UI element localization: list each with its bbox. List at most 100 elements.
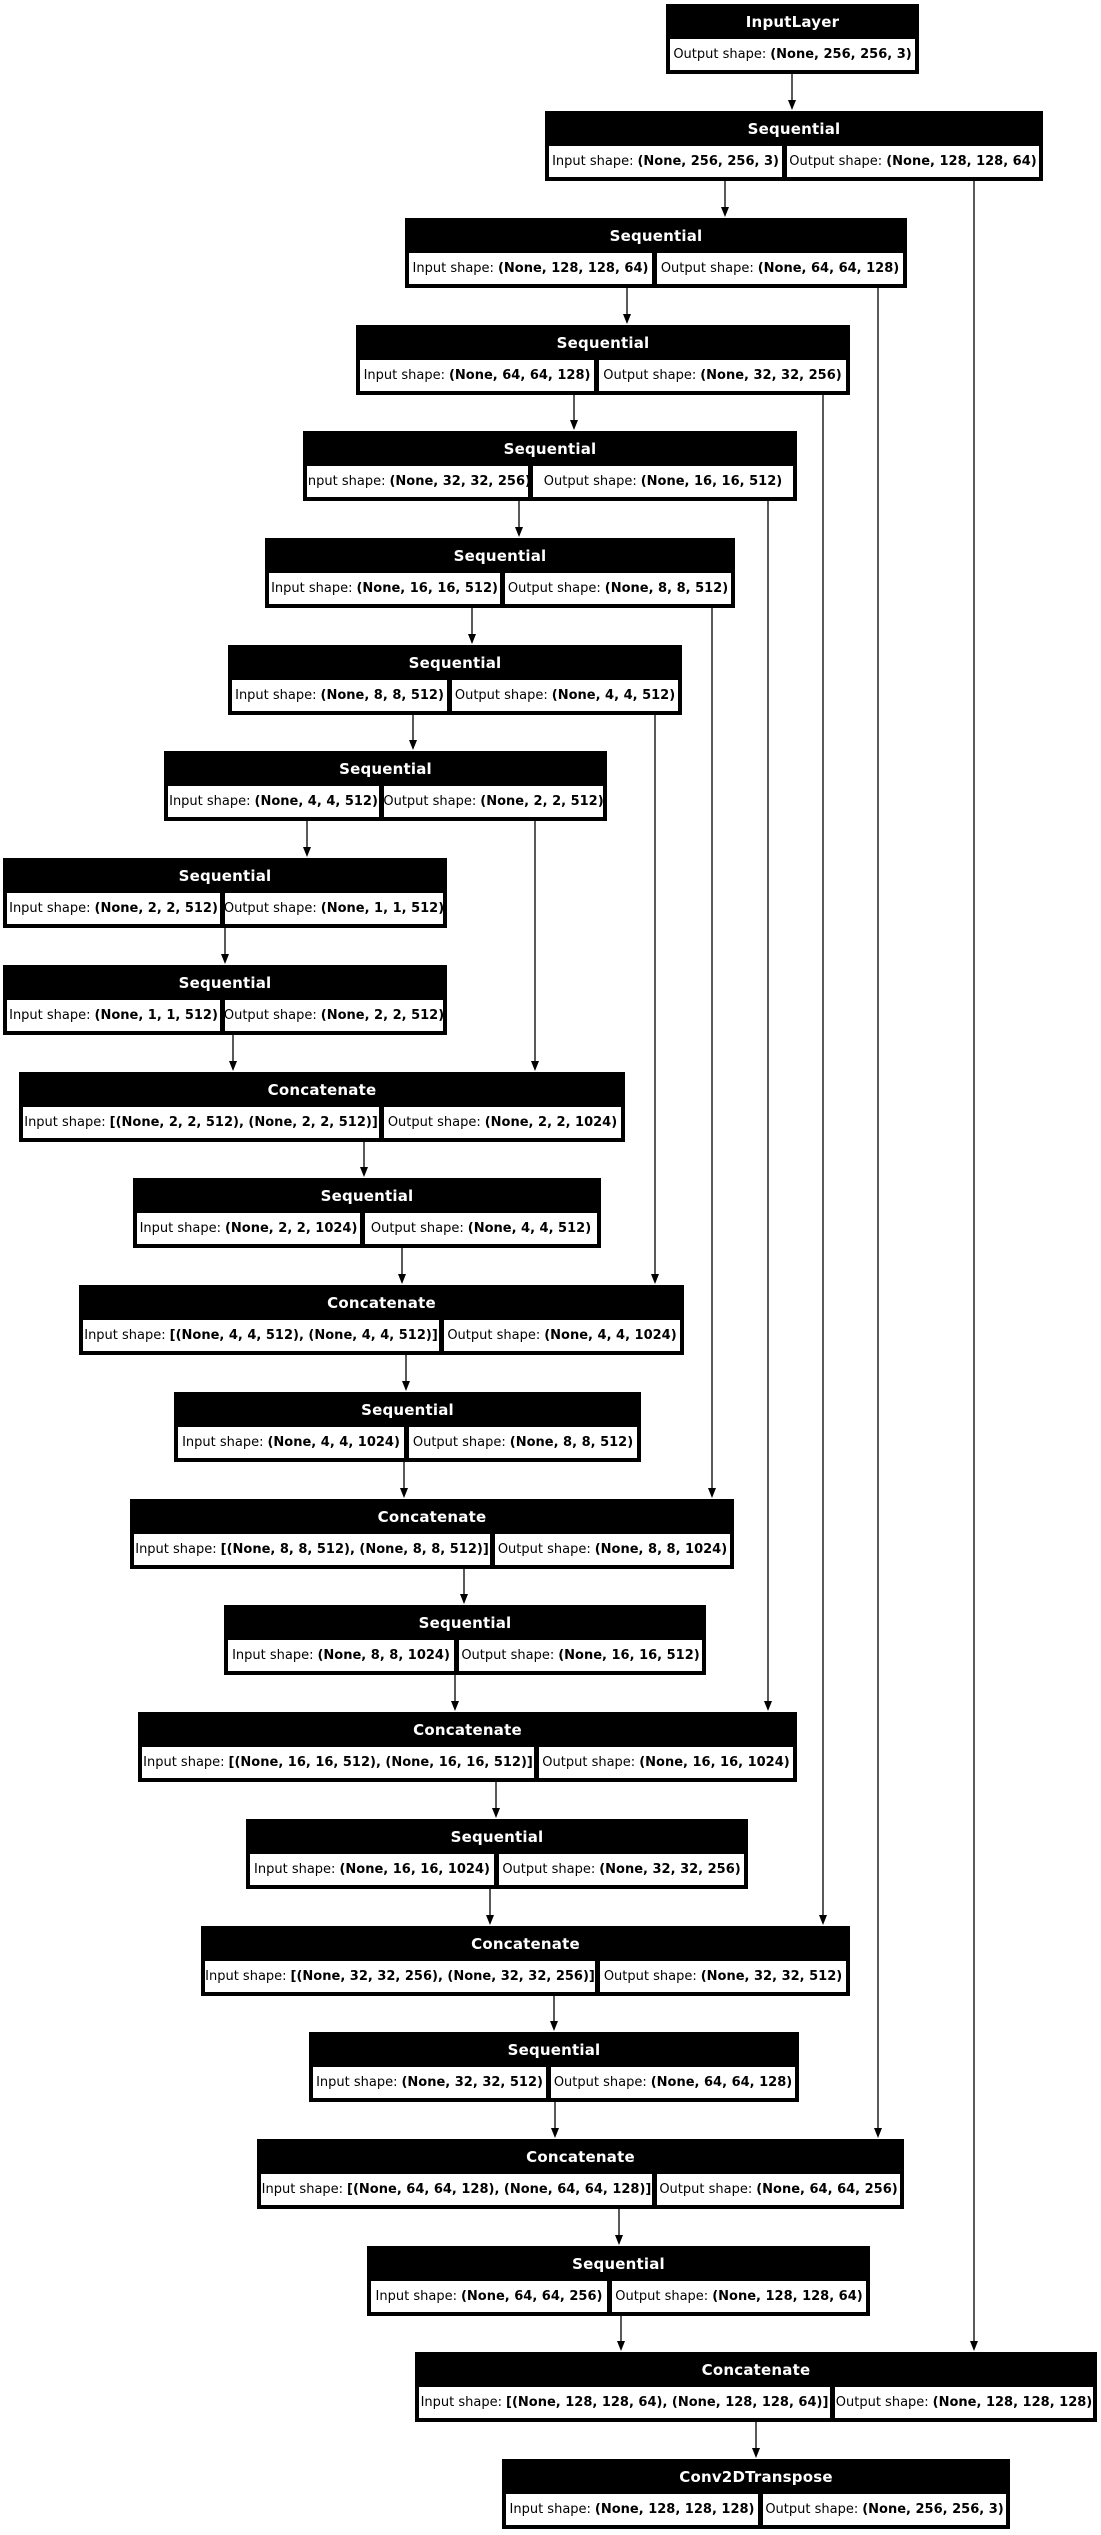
- layer-shape-row: Input shape:(None, 16, 16, 1024) Output s…: [248, 1853, 746, 1887]
- shape-value: (None, 8, 8, 512): [604, 581, 729, 596]
- shape-label: Input shape:: [169, 794, 251, 809]
- shape-label: Input shape:: [235, 688, 317, 703]
- shape-label: Output shape:: [835, 2395, 929, 2410]
- shape-value: (None, 32, 32, 256): [599, 1862, 741, 1877]
- input-shape-cell: Input shape:[(None, 32, 32, 256), (None,…: [204, 1960, 596, 1993]
- layer-title: Sequential: [248, 1821, 746, 1853]
- shape-value: (None, 256, 256, 3): [770, 47, 912, 62]
- shape-label: Input shape:: [84, 1328, 166, 1343]
- shape-label: Output shape:: [497, 1542, 591, 1557]
- layer-title: Sequential: [176, 1394, 639, 1426]
- layer-shape-row: Input shape:[(None, 8, 8, 512), (None, 8…: [132, 1533, 732, 1567]
- shape-label: Output shape:: [789, 154, 883, 169]
- shape-value: (None, 2, 2, 1024): [484, 1115, 618, 1130]
- layer-node: Sequential Input shape:(None, 1, 1, 512)…: [3, 965, 447, 1035]
- shape-label: Output shape:: [383, 794, 477, 809]
- shape-value: (None, 8, 8, 1024): [594, 1542, 728, 1557]
- shape-label: Input shape:: [271, 581, 353, 596]
- shape-value: (None, 64, 64, 256): [756, 2182, 898, 2197]
- arrowhead-icon: [229, 1061, 237, 1071]
- shape-label: Output shape:: [542, 1755, 636, 1770]
- arrowhead-icon: [409, 740, 417, 750]
- layer-shape-row: Input shape:(None, 128, 128, 64)Output s…: [407, 252, 905, 286]
- output-shape-cell: Output shape:(None, 1, 1, 512): [224, 892, 444, 925]
- layer-shape-row: Input shape:(None, 8, 8, 512)Output shap…: [230, 679, 680, 713]
- arrowhead-icon: [623, 314, 631, 324]
- input-shape-cell: Input shape:(None, 32, 32, 256): [306, 465, 529, 498]
- layer-title: Sequential: [369, 2248, 868, 2280]
- shape-label: Output shape:: [502, 1862, 596, 1877]
- shape-value: (None, 8, 8, 1024): [317, 1648, 450, 1663]
- input-shape-cell: Input shape:(None, 16, 16, 512): [268, 572, 501, 605]
- layer-node: Sequential Input shape:(None, 4, 4, 512)…: [164, 751, 607, 821]
- shape-value: (None, 8, 8, 512): [320, 688, 444, 703]
- layer-title: Sequential: [226, 1607, 704, 1639]
- shape-label: Input shape:: [509, 2502, 591, 2517]
- layer-title: Conv2DTranspose: [504, 2461, 1008, 2493]
- layer-shape-row: Input shape:(None, 8, 8, 1024)Output sha…: [226, 1639, 704, 1673]
- input-shape-cell: Input shape:[(None, 64, 64, 128), (None,…: [260, 2173, 653, 2206]
- shape-value: (None, 2, 2, 512): [320, 1008, 444, 1023]
- input-shape-cell: Input shape:(None, 4, 4, 512): [167, 785, 380, 818]
- output-shape-cell: Output shape:(None, 32, 32, 512): [599, 1960, 847, 1993]
- layer-node: Sequential Input shape:(None, 64, 64, 12…: [356, 325, 850, 395]
- arrowhead-icon: [400, 1488, 408, 1498]
- arrowhead-icon: [570, 420, 578, 430]
- input-shape-cell: Input shape:(None, 256, 256, 3): [548, 145, 783, 178]
- shape-value: [(None, 32, 32, 256), (None, 32, 32, 256…: [290, 1969, 595, 1984]
- input-shape-cell: Input shape:(None, 2, 2, 512): [6, 892, 221, 925]
- layer-node: Sequential Input shape:(None, 32, 32, 51…: [309, 2032, 799, 2102]
- output-shape-cell: Output shape:(None, 256, 256, 3): [669, 38, 916, 71]
- input-shape-cell: Input shape:(None, 16, 16, 1024): [249, 1853, 495, 1886]
- arrowhead-icon: [752, 2448, 760, 2458]
- layer-node: Sequential Input shape:(None, 16, 16, 51…: [265, 538, 735, 608]
- shape-label: Input shape:: [143, 1755, 225, 1770]
- layer-title: Concatenate: [259, 2141, 902, 2173]
- arrowhead-icon: [788, 100, 796, 110]
- layer-shape-row: Input shape:(None, 32, 32, 256)Output sh…: [305, 465, 795, 499]
- layer-node: Sequential Input shape:(None, 32, 32, 25…: [303, 431, 797, 501]
- shape-value: (None, 256, 256, 3): [637, 154, 779, 169]
- layer-node: Concatenate Input shape:[(None, 128, 128…: [415, 2352, 1097, 2422]
- shape-value: (None, 4, 4, 1024): [544, 1328, 677, 1343]
- shape-label: Output shape:: [507, 581, 601, 596]
- layer-shape-row: Input shape:(None, 2, 2, 1024)Output sha…: [135, 1212, 599, 1246]
- arrowhead-icon: [515, 527, 523, 537]
- layer-node: Conv2DTranspose Input shape:(None, 128, …: [502, 2459, 1010, 2529]
- shape-value: (None, 2, 2, 1024): [224, 1221, 358, 1236]
- shape-label: Output shape:: [659, 2182, 753, 2197]
- layer-title: Sequential: [5, 860, 445, 892]
- arrowhead-icon: [651, 1274, 659, 1284]
- shape-label: Input shape:: [306, 474, 386, 489]
- shape-value: (None, 64, 64, 128): [650, 2075, 793, 2090]
- input-shape-cell: Input shape:[(None, 16, 16, 512), (None,…: [141, 1746, 535, 1779]
- shape-value: (None, 16, 16, 1024): [339, 1862, 490, 1877]
- layer-shape-row: Input shape:(None, 256, 256, 3) Output sh…: [547, 145, 1041, 179]
- output-shape-cell: Output shape:(None, 128, 128, 128): [834, 2386, 1094, 2419]
- layer-shape-row: Output shape:(None, 256, 256, 3): [668, 38, 917, 72]
- arrowhead-icon: [764, 1701, 772, 1711]
- layer-title: Concatenate: [140, 1714, 795, 1746]
- shape-value: (None, 32, 32, 256): [389, 474, 529, 489]
- arrowhead-icon: [402, 1381, 410, 1391]
- layer-title: Sequential: [547, 113, 1041, 145]
- shape-value: (None, 128, 128, 128): [932, 2395, 1093, 2410]
- output-shape-cell: Output shape:(None, 32, 32, 256): [598, 359, 847, 392]
- layer-title: Concatenate: [132, 1501, 732, 1533]
- shape-value: (None, 4, 4, 512): [467, 1221, 592, 1236]
- shape-label: Input shape:: [412, 261, 494, 276]
- input-shape-cell: Input shape:(None, 8, 8, 1024): [227, 1639, 455, 1672]
- layer-title: Sequential: [358, 327, 848, 359]
- shape-value: (None, 2, 2, 512): [94, 901, 218, 916]
- output-shape-cell: Output shape:(None, 4, 4, 512): [364, 1212, 598, 1245]
- shape-value: (None, 4, 4, 1024): [267, 1435, 400, 1450]
- output-shape-cell: Output shape:(None, 16, 16, 512): [532, 465, 794, 498]
- shape-label: Input shape:: [375, 2289, 457, 2304]
- shape-label: Output shape:: [224, 1008, 317, 1023]
- layer-node: Sequential Input shape:(None, 8, 8, 1024…: [224, 1605, 706, 1675]
- shape-value: [(None, 2, 2, 512), (None, 2, 2, 512)]: [109, 1115, 378, 1130]
- input-shape-cell: Input shape:(None, 8, 8, 512): [231, 679, 448, 712]
- shape-value: [(None, 4, 4, 512), (None, 4, 4, 512)]: [169, 1328, 438, 1343]
- shape-label: Input shape:: [9, 1008, 91, 1023]
